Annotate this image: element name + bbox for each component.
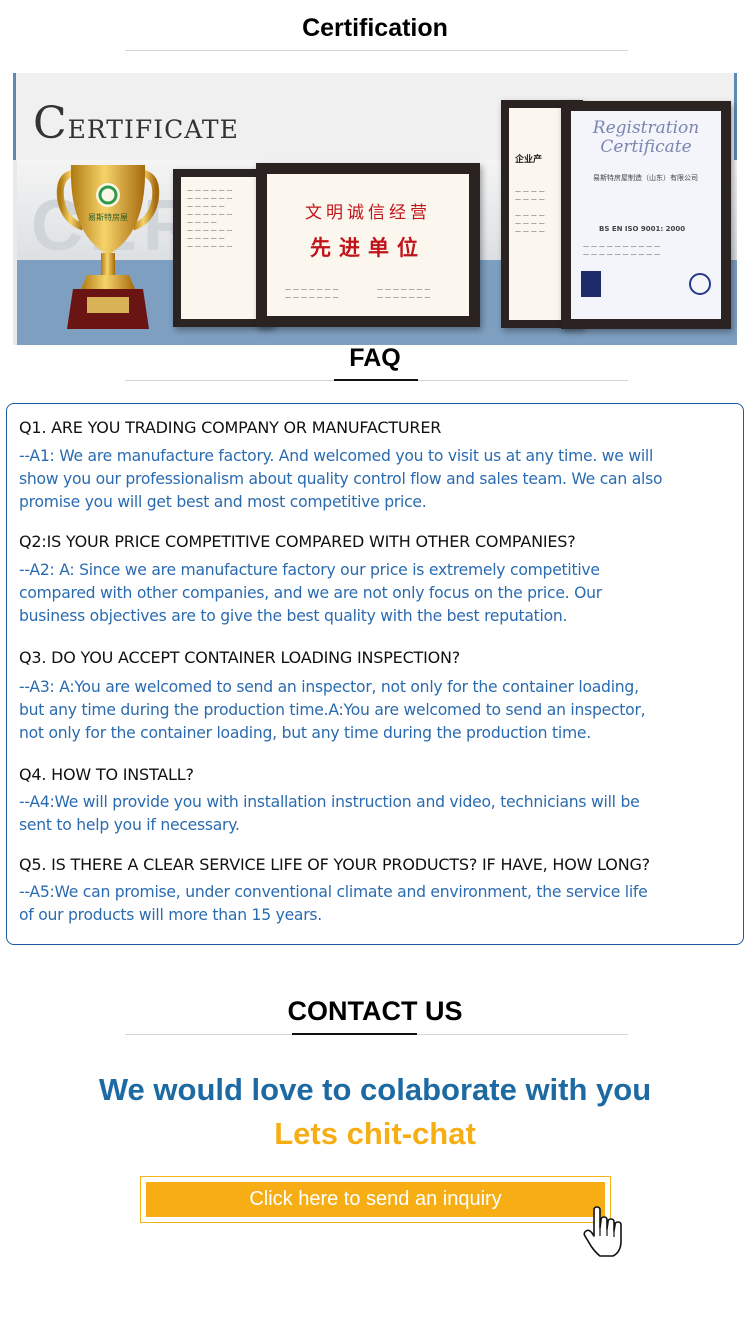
faq-question-3: Q3. DO YOU ACCEPT CONTAINER LOADING INSP… (19, 648, 461, 667)
honor-certificate-frame: 文明诚信经营 先进单位 — — — — — — —— — — — — — — —… (256, 163, 480, 327)
honor-certificate-line2: 先进单位 (310, 235, 426, 260)
faq-question-4: Q4. HOW TO INSTALL? (19, 765, 194, 784)
faq-answer-5: --A5:We can promise, under conventional … (19, 883, 648, 924)
certificate-heading: CERTIFICATE (33, 98, 239, 149)
faq-question-5: Q5. IS THERE A CLEAR SERVICE LIFE OF YOU… (19, 855, 650, 874)
contact-subtagline: Lets chit-chat (274, 1116, 476, 1151)
registration-seal-icon (581, 271, 601, 297)
certification-divider (125, 50, 628, 51)
faq-answer-3: --A3: A:You are welcomed to send an insp… (19, 678, 646, 742)
send-inquiry-button[interactable]: Click here to send an inquiry (146, 1182, 605, 1217)
registration-badge-icon (689, 273, 711, 295)
certification-title: Certification (302, 14, 448, 42)
contact-title: CONTACT US (287, 996, 463, 1026)
faq-question-2: Q2:IS YOUR PRICE COMPETITIVE COMPARED WI… (19, 532, 576, 551)
registration-company: 易斯特房屋制造（山东）有限公司 (593, 174, 698, 182)
contact-title-underline (292, 1033, 417, 1035)
registration-title-line2: Certificate (600, 137, 692, 157)
faq-question-1: Q1. ARE YOU TRADING COMPANY OR MANUFACTU… (19, 418, 442, 437)
faq-answer-2: --A2: A: Since we are manufacture factor… (19, 561, 602, 625)
faq-title: FAQ (349, 344, 401, 372)
honor-certificate-line1: 文明诚信经营 (305, 203, 431, 223)
registration-certificate-frame: Registration Certificate 易斯特房屋制造（山东）有限公司… (561, 101, 731, 329)
faq-answer-4: --A4:We will provide you with installati… (19, 793, 640, 834)
hand-pointer-icon (583, 1206, 622, 1257)
trophy-icon (56, 165, 160, 329)
trophy-label: 易斯特房屋 (88, 213, 128, 222)
faq-panel (6, 403, 744, 945)
registration-standard: BS EN ISO 9001: 2000 (599, 225, 686, 233)
faq-answer-1: --A1: We are manufacture factory. And we… (19, 447, 663, 511)
registration-title-line1: Registration (592, 118, 700, 138)
certificate-banner: CER CERTIFICATE 易斯特房屋 — — — — — —— — — —… (13, 73, 737, 345)
contact-tagline: We would love to colaborate with you (98, 1072, 652, 1107)
faq-title-underline (334, 379, 418, 381)
